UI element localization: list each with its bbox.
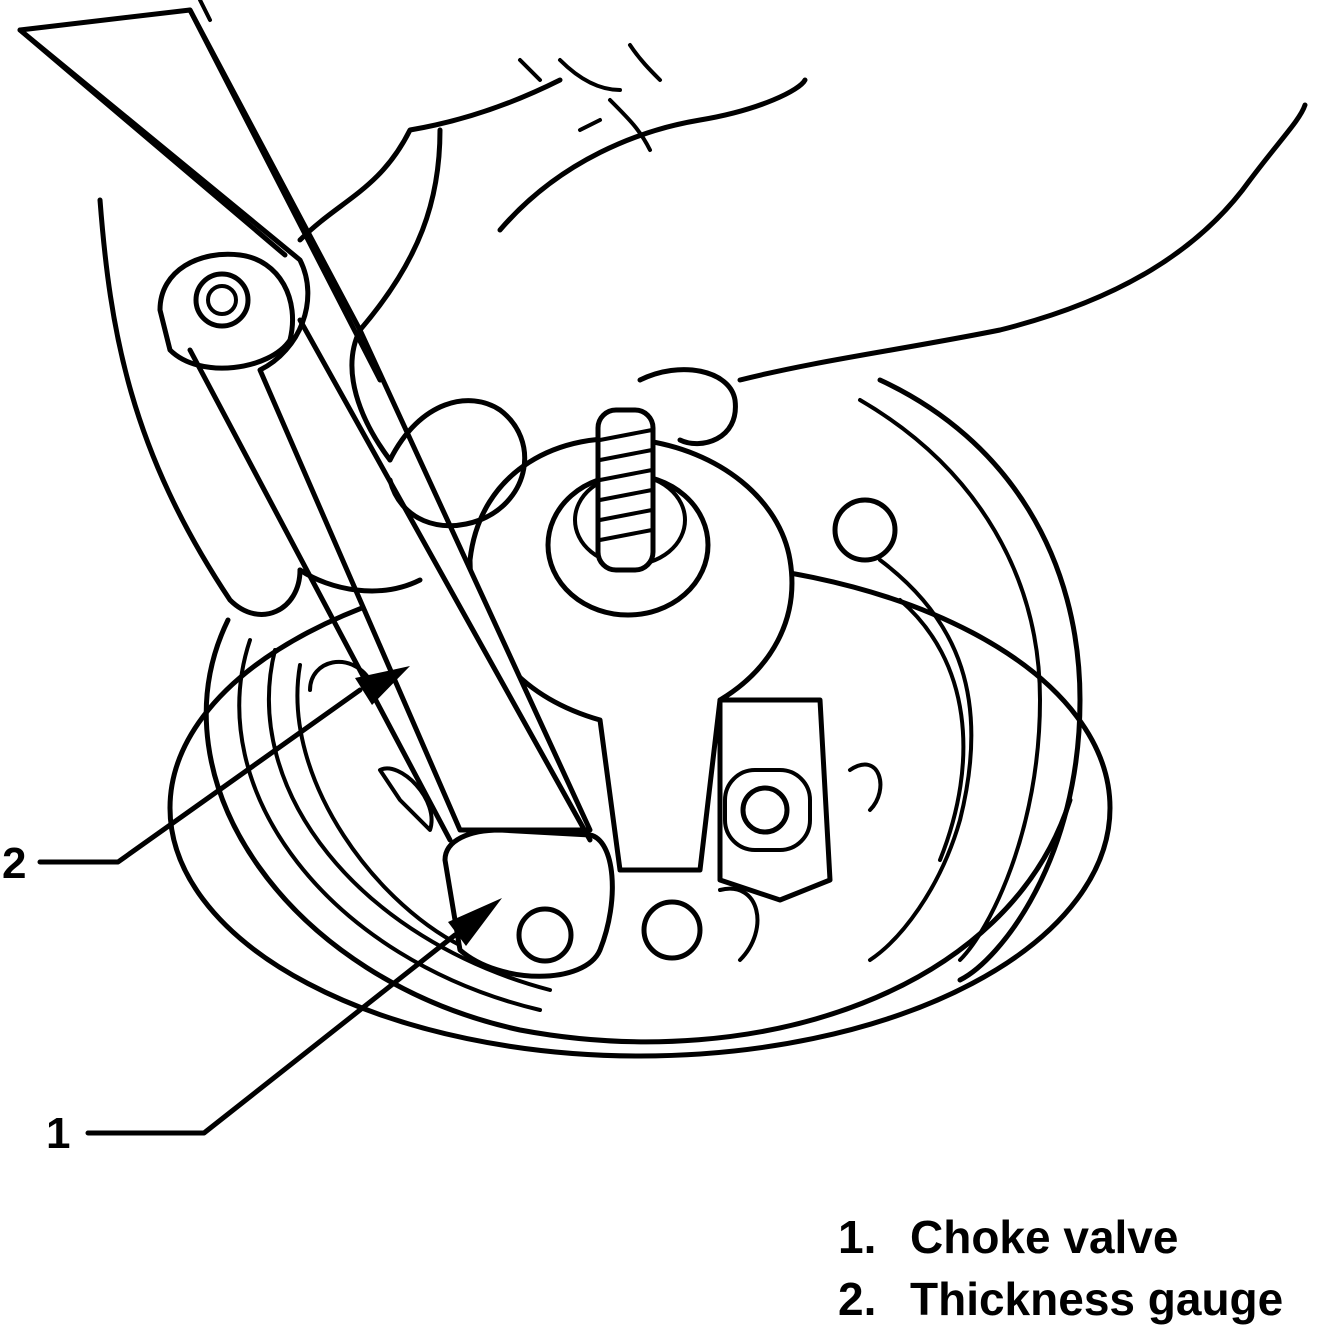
leader-arrow-2 bbox=[355, 666, 410, 705]
leader-line-2 bbox=[37, 687, 363, 865]
callout-number-1: 1 bbox=[46, 1109, 71, 1158]
thickness-gauge bbox=[17, 7, 593, 843]
callout-number-2: 2 bbox=[2, 839, 27, 888]
hand bbox=[97, 0, 1308, 617]
legend-number: 1. bbox=[838, 1211, 877, 1263]
legend-item: 1. Choke valve bbox=[838, 1206, 1283, 1268]
legend: 1. Choke valve 2. Thickness gauge bbox=[838, 1206, 1283, 1330]
leader-line-1 bbox=[85, 932, 458, 1136]
legend-item: 2. Thickness gauge bbox=[838, 1268, 1283, 1330]
legend-number: 2. bbox=[838, 1273, 877, 1325]
leader-arrow-1 bbox=[448, 898, 502, 946]
legend-label: Thickness gauge bbox=[910, 1273, 1284, 1325]
leader-lines bbox=[37, 666, 502, 1136]
choke-valve-assembly bbox=[308, 407, 898, 979]
legend-label: Choke valve bbox=[910, 1211, 1179, 1263]
